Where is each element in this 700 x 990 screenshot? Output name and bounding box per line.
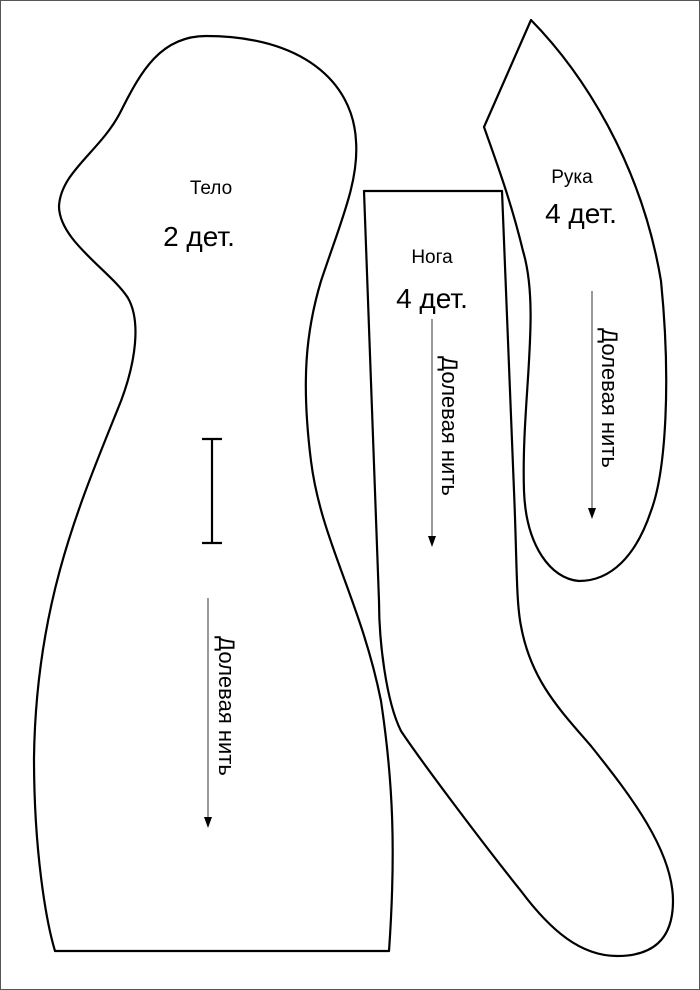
leg-label: Нога bbox=[411, 247, 453, 268]
arm-grain-arrowhead-icon bbox=[588, 508, 596, 519]
body-grain-arrowhead-icon bbox=[204, 817, 212, 828]
opening-mark bbox=[202, 437, 222, 545]
leg-grain-arrowhead-icon bbox=[428, 536, 436, 547]
leg-grain-label: Долевая нить bbox=[437, 356, 462, 496]
body-outline bbox=[32, 34, 394, 953]
arm-outline bbox=[482, 18, 668, 583]
leg-outline bbox=[362, 189, 675, 958]
arm-count: 4 дет. bbox=[545, 198, 617, 229]
arm-label: Рука bbox=[551, 167, 593, 188]
arm-grain-label: Долевая нить bbox=[597, 328, 622, 468]
body-label: Тело bbox=[190, 178, 232, 199]
leg-count: 4 дет. bbox=[396, 283, 468, 314]
body-piece: Тело 2 дет. Долевая нить bbox=[32, 34, 394, 953]
body-count: 2 дет. bbox=[163, 221, 235, 252]
leg-piece: Нога 4 дет. Долевая нить bbox=[362, 189, 675, 958]
arm-piece: Рука 4 дет. Долевая нить bbox=[482, 18, 668, 583]
body-grain-label: Долевая нить bbox=[214, 636, 239, 776]
